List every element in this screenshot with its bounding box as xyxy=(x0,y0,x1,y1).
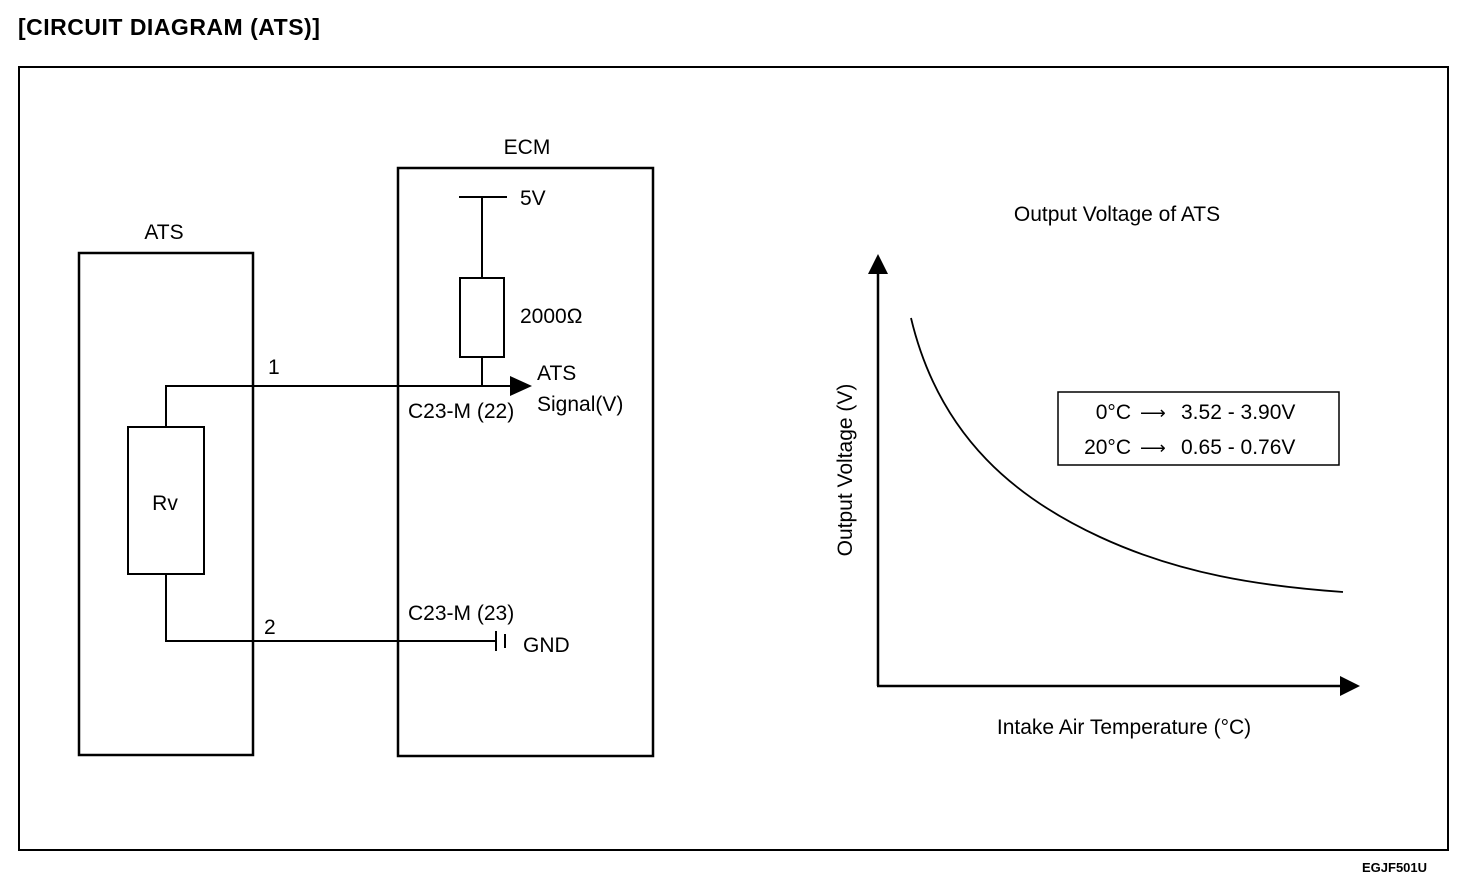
y-axis-label: Output Voltage (V) xyxy=(834,384,857,557)
ecm-box xyxy=(396,166,655,758)
document-code: EGJF501U xyxy=(1362,860,1428,875)
pin-ground-label: C23-M (23) xyxy=(408,602,514,625)
spec-row-0-range: 3.52 - 3.90V xyxy=(1181,401,1295,424)
ats-sensor-label: ATS xyxy=(144,221,183,244)
pullup-resistor xyxy=(459,277,505,358)
pin-signal-label: C23-M (22) xyxy=(408,400,514,423)
ground-label: GND xyxy=(523,634,570,657)
page-title: [CIRCUIT DIAGRAM (ATS)] xyxy=(18,14,321,40)
x-axis-arrow xyxy=(1340,676,1360,696)
voltage-curve xyxy=(910,317,1344,593)
wire1-label: 1 xyxy=(268,356,280,379)
spec-row-0-arrow: ⟶ xyxy=(1140,403,1166,423)
signal-arrow-head xyxy=(510,376,532,396)
outer-frame xyxy=(18,66,1449,851)
signal-label-line1: ATS xyxy=(537,362,576,385)
wire2-label: 2 xyxy=(264,616,276,639)
y-axis-arrow xyxy=(868,254,888,274)
ground-wire xyxy=(165,574,496,642)
graph-title: Output Voltage of ATS xyxy=(1014,203,1220,226)
resistor-label: Rv xyxy=(152,492,178,515)
x-axis-label: Intake Air Temperature (°C) xyxy=(997,716,1251,739)
pullup-label: 2000Ω xyxy=(520,305,582,328)
spec-row-0-temp: 0°C xyxy=(1096,401,1131,424)
signal-label-line2: Signal(V) xyxy=(537,393,623,416)
ats-sensor-box xyxy=(77,251,255,757)
spec-row-1-temp: 20°C xyxy=(1084,436,1131,459)
ecm-label: ECM xyxy=(504,136,551,159)
spec-row-1-arrow: ⟶ xyxy=(1140,438,1166,458)
signal-wire xyxy=(165,385,514,427)
spec-row-1-range: 0.65 - 0.76V xyxy=(1181,436,1295,459)
spec-box xyxy=(1057,391,1340,466)
supply-label: 5V xyxy=(520,187,546,210)
